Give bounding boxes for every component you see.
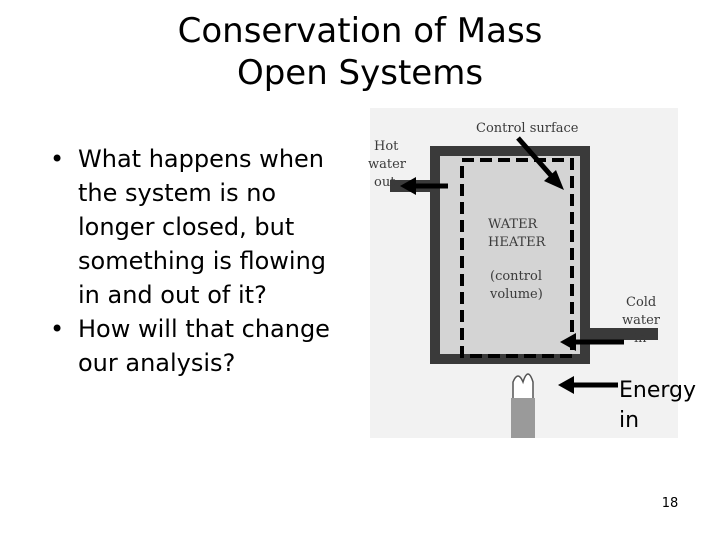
control-surface-boundary: [460, 158, 574, 358]
control-surface-arrow: [516, 136, 557, 182]
cold-water-label-1: Cold: [626, 295, 656, 310]
bullet-item: How will that change our analysis?: [50, 312, 350, 380]
control-surface-arrowhead: [544, 170, 564, 190]
cold-water-label-2: water: [622, 313, 661, 328]
hot-water-arrowhead: [400, 177, 416, 195]
energy-arrowhead: [558, 376, 574, 394]
heater-label-2: HEATER: [488, 235, 547, 250]
control-surface-label: Control surface: [476, 121, 579, 136]
cold-water-pipe: [588, 328, 658, 340]
control-volume-label-2: volume): [489, 287, 543, 302]
cold-water-label-3: in: [634, 331, 647, 346]
energy-in-label: Energy in: [619, 376, 719, 436]
bullet-list: What happens when the system is no longe…: [50, 142, 350, 380]
hot-water-label-1: Hot: [374, 139, 399, 154]
water-heater-diagram: Control surface Hot water out WATER HEAT…: [368, 108, 678, 438]
control-volume-label-1: (control: [490, 269, 542, 284]
heater-label-1: WATER: [488, 217, 539, 232]
title-line-1: Conservation of Mass: [177, 11, 543, 51]
energy-label-line-1: Energy: [619, 378, 697, 403]
cold-water-arrowhead: [560, 333, 576, 351]
energy-label-line-2: in: [619, 408, 640, 433]
hot-water-label-2: water: [368, 157, 407, 172]
title-line-2: Open Systems: [236, 53, 484, 93]
hot-water-label-3: out: [374, 175, 396, 190]
page-number: 18: [661, 496, 679, 511]
burner-pipe: [511, 398, 535, 438]
slide-title: Conservation of Mass Open Systems: [0, 10, 720, 94]
bullet-item: What happens when the system is no longe…: [50, 142, 350, 312]
